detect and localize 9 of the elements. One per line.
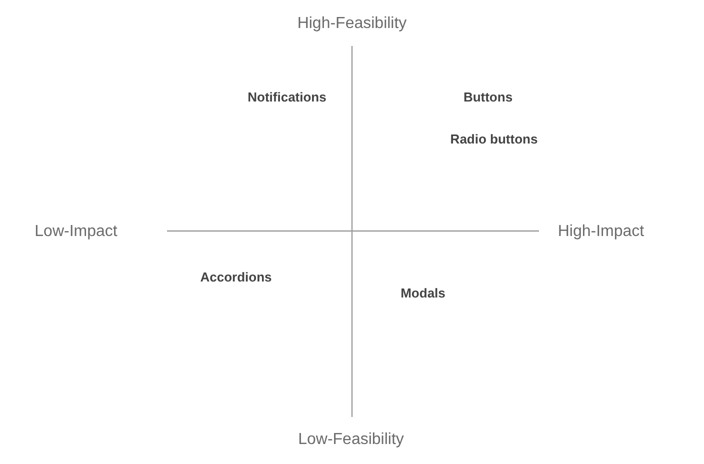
item-label: Buttons (463, 90, 513, 106)
item-label: Accordions (200, 270, 272, 286)
item-label: Modals (400, 286, 446, 302)
axis-label: High-Feasibility (297, 14, 407, 34)
axis-label: Low-Impact (34, 222, 118, 242)
item-label: Radio buttons (450, 132, 538, 148)
axis-label: High-Impact (558, 222, 644, 242)
axis-label: Low-Feasibility (298, 430, 404, 450)
item-label: Notifications (248, 90, 326, 106)
